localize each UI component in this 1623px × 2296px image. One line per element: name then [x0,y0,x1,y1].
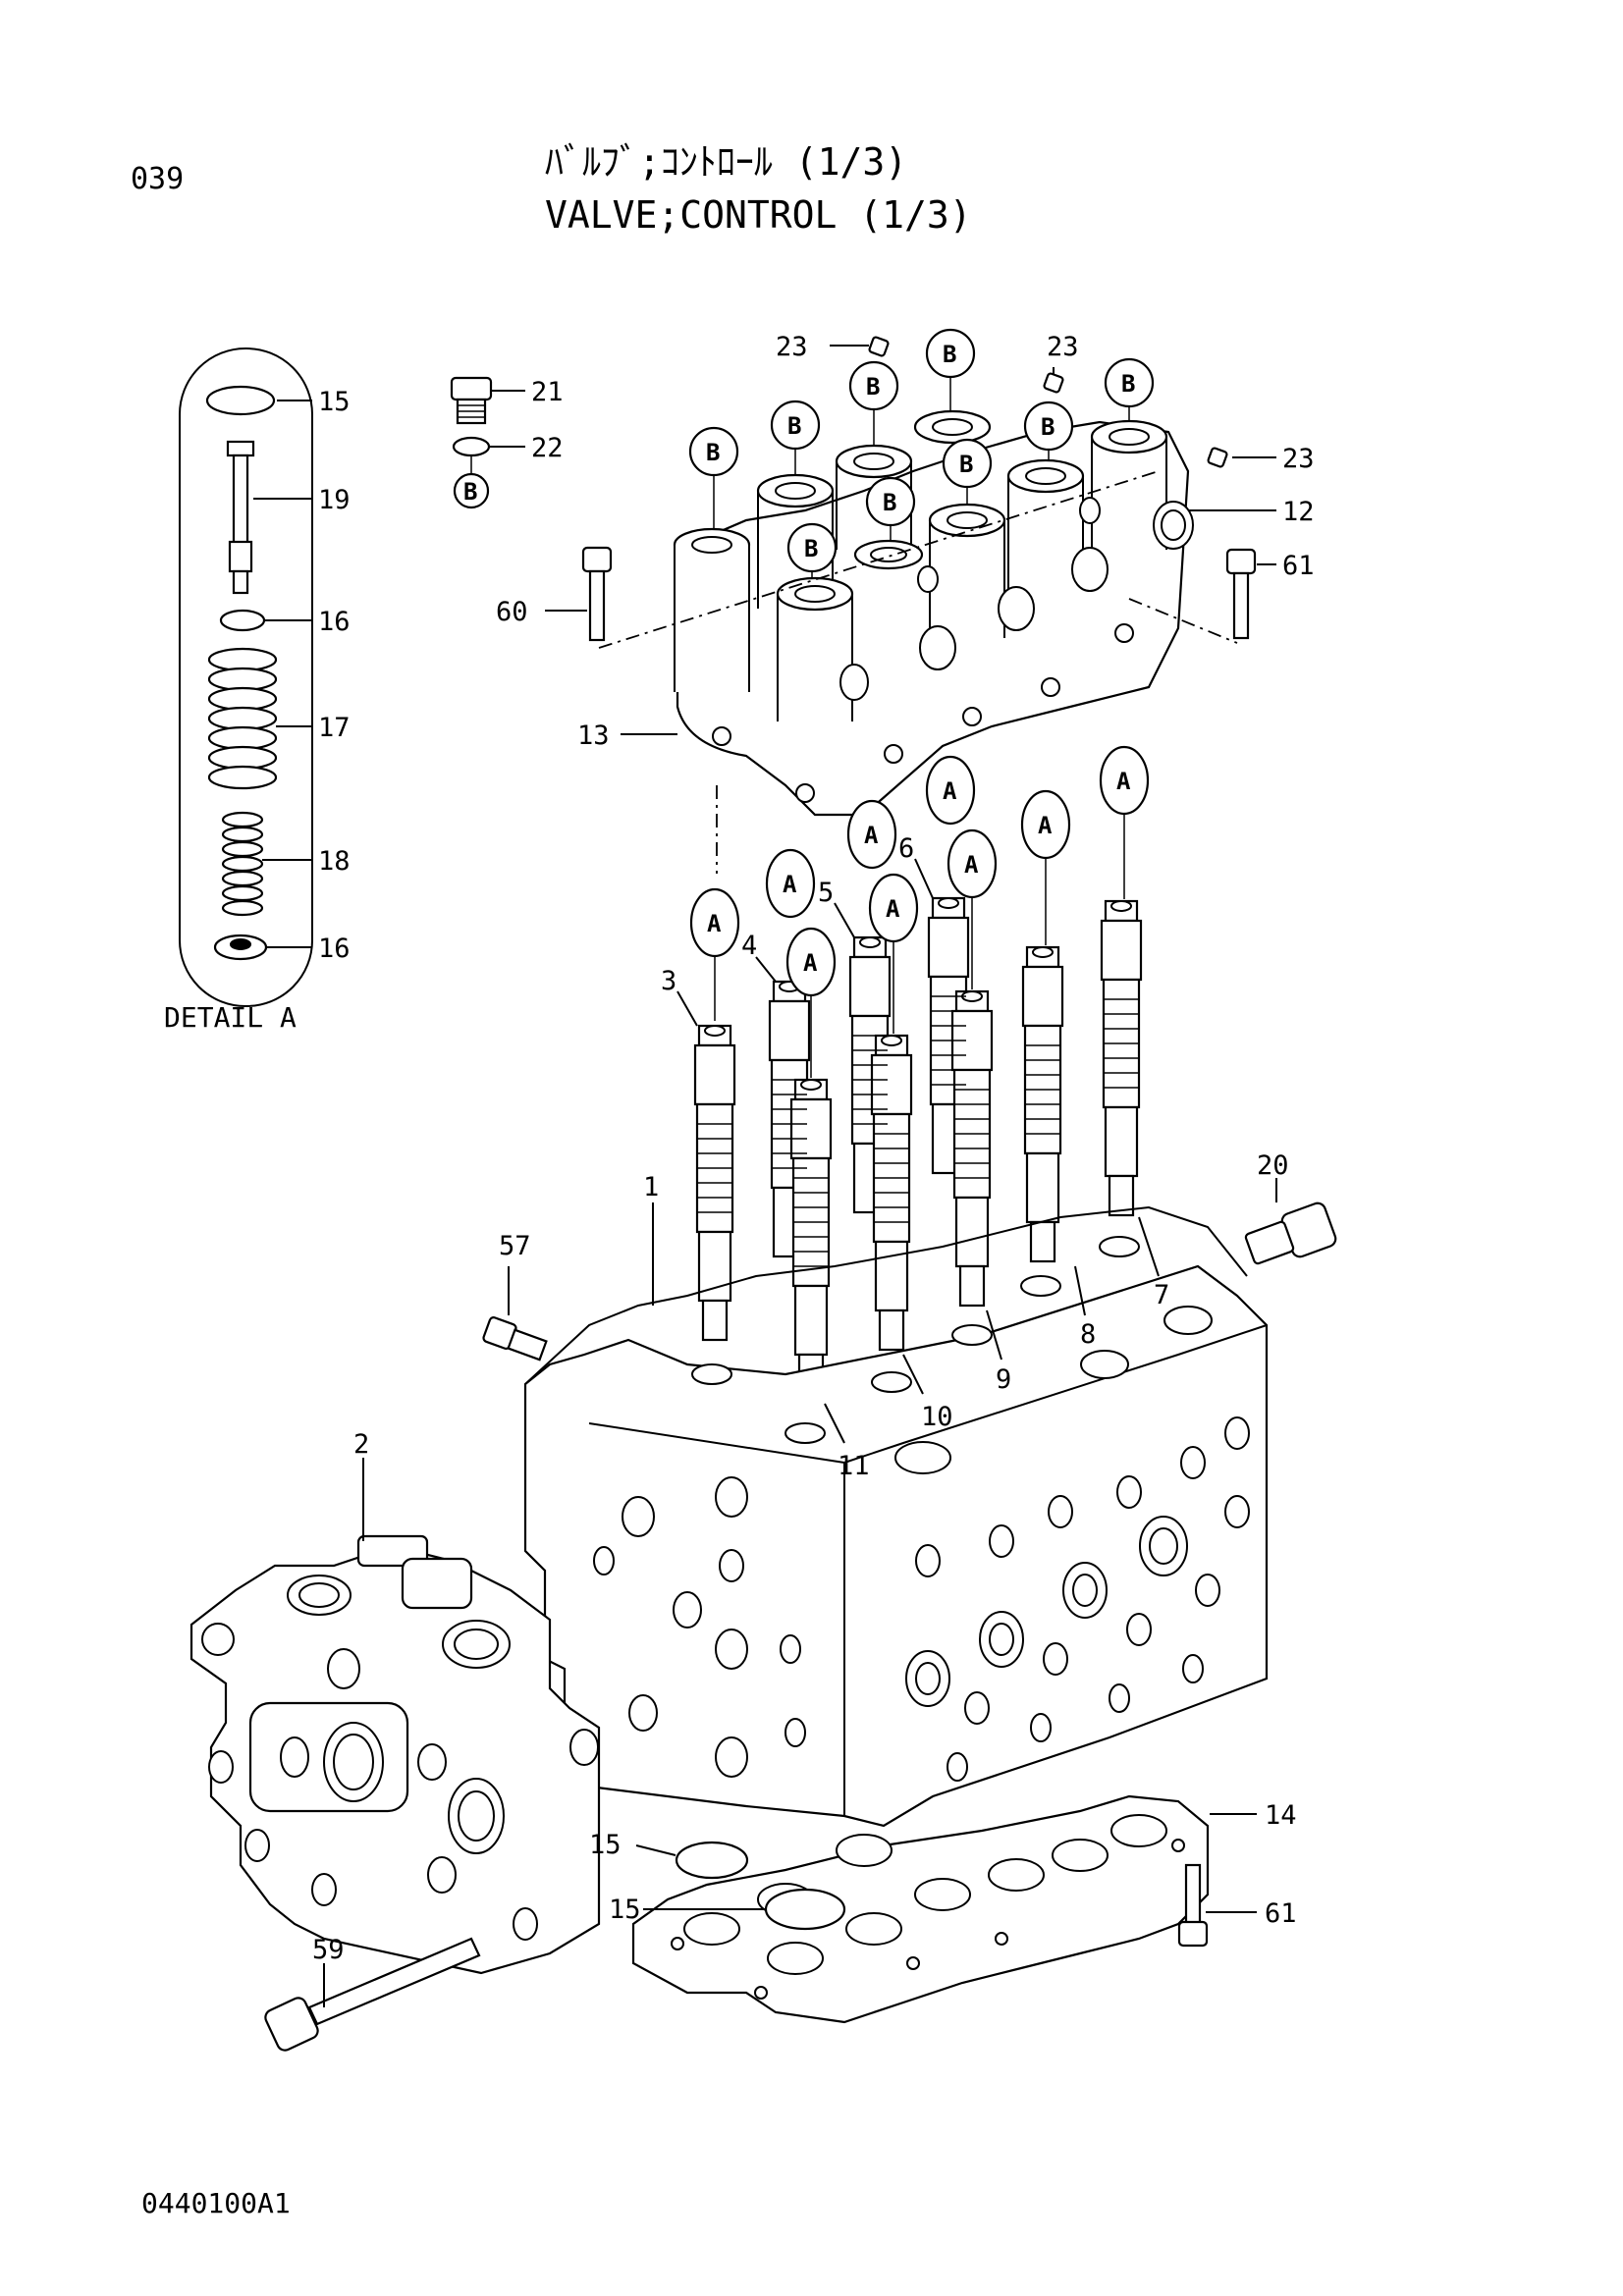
plug-20 [1244,1178,1337,1265]
bubble-b-ref: B [463,478,477,506]
svg-text:B: B [804,535,818,562]
callout-7: 7 [1154,1280,1169,1310]
callout-61-bottom: 61 [1265,1898,1297,1929]
callout-8: 8 [1080,1319,1096,1350]
detail-seat-16-top [219,609,266,632]
spools [693,896,1143,1401]
oring-15-a [635,1841,749,1880]
callout-20: 20 [1257,1150,1289,1181]
detail-poppet-head [226,440,255,457]
svg-text:B: B [959,451,973,478]
callout-23-b: 23 [1047,332,1079,362]
callout-15-a: 15 [589,1830,622,1860]
oring-15-b [643,1888,846,1931]
svg-text:A: A [707,910,722,937]
detail-callout-18: 18 [318,846,351,877]
svg-text:A: A [1038,812,1053,839]
svg-text:B: B [943,341,956,368]
svg-text:A: A [1116,768,1131,795]
callout-23-a: 23 [776,332,808,362]
callout-9: 9 [996,1364,1011,1395]
callout-10: 10 [921,1402,953,1432]
detail-spring-17 [207,647,278,790]
callout-12: 12 [1282,497,1315,527]
setscrew-23-b [1043,367,1064,394]
detail-callout-16-top: 16 [318,607,351,637]
callout-5: 5 [818,878,834,908]
callout-4: 4 [741,931,757,961]
svg-text:A: A [864,822,879,849]
callout-6: 6 [898,833,914,864]
detail-callout-19: 19 [318,485,351,515]
callout-2: 2 [353,1429,369,1460]
callout-60: 60 [496,597,528,627]
callout-22: 22 [531,433,564,463]
main-valve-housing [523,1205,1269,1828]
svg-text:B: B [1121,370,1135,398]
inlet-section-2 [189,1458,601,1975]
detail-oring-15 [205,385,276,416]
svg-text:A: A [964,851,979,879]
detail-callout-17: 17 [318,713,351,743]
detail-a-label: DETAIL A [164,1001,297,1034]
callout-15-b: 15 [609,1895,641,1925]
svg-text:B: B [883,489,896,516]
b-bubbles: B B B B B B B B B [688,328,1155,579]
svg-text:B: B [1041,413,1055,441]
detail-spring-18 [221,811,264,917]
setscrew-23-c [1207,447,1276,468]
cover-boss [673,527,751,692]
setscrew-23-a [830,336,890,357]
callout-23-c: 23 [1282,444,1315,474]
svg-text:B: B [787,412,801,440]
spool-9 [950,989,994,1308]
callout-14: 14 [1265,1800,1297,1831]
spool-11 [789,1078,833,1401]
bolt-61-bottom [1177,1863,1257,1948]
svg-text:B: B [706,439,720,466]
callout-57: 57 [499,1231,531,1261]
callout-61-top: 61 [1282,551,1315,581]
detail-poppet-base [228,540,253,573]
detail-a-panel: 15 19 16 17 18 16 [179,347,351,1007]
page-code: 039 [131,162,184,196]
title-english: VALVE;CONTROL (1/3) [545,193,972,237]
svg-text:A: A [783,871,797,898]
plug-21-group [450,376,525,509]
callout-59: 59 [312,1935,345,1965]
detail-poppet-stem [232,454,249,546]
top-cover-assembly [598,409,1238,874]
bolt-59 [264,1937,481,2052]
callout-13: 13 [577,721,610,751]
callout-21: 21 [531,377,564,407]
svg-text:B: B [866,373,880,400]
detail-callout-15: 15 [318,387,351,417]
svg-text:A: A [943,777,957,805]
drawing-number: 0440100A1 [141,2187,291,2219]
svg-text:A: A [886,895,900,923]
bolt-61-top [1225,548,1276,640]
callout-11: 11 [838,1451,870,1481]
detail-poppet-tip [232,569,249,595]
bolt-60 [545,546,613,642]
callout-3: 3 [661,966,676,996]
detail-callout-16-bottom: 16 [318,934,351,964]
detail-a-border [179,347,313,1007]
screw-57 [482,1266,548,1362]
svg-text:A: A [803,949,818,977]
callout-1: 1 [643,1172,659,1202]
a-bubbles: A A A A A A A A A [689,745,1150,1078]
title-japanese: ﾊﾞﾙﾌﾞ;ｺﾝﾄﾛｰﾙ (1/3) [545,140,907,184]
